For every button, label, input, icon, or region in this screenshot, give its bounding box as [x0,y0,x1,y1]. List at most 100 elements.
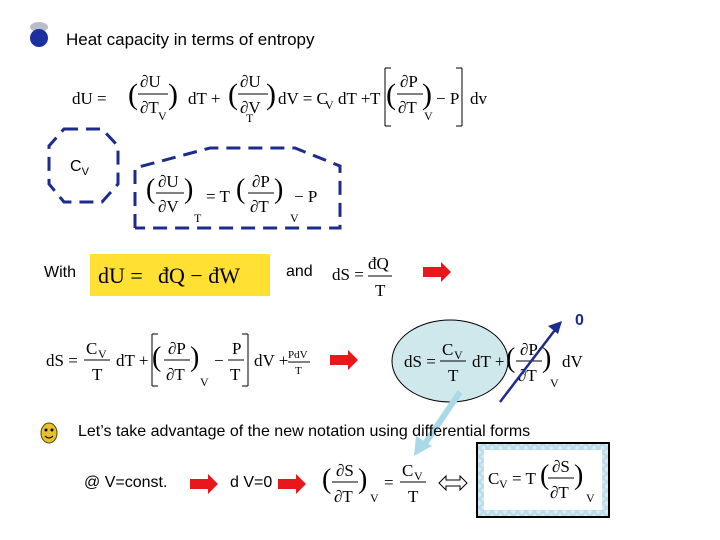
svg-text:− P: − P [436,89,459,108]
cv-subscript: V [81,166,89,178]
svg-text:): ) [542,343,551,374]
svg-text:(: ( [540,460,549,491]
svg-text:(: ( [128,78,138,111]
svg-text:(: ( [506,343,515,374]
svg-text:dS =: dS = [46,351,78,370]
result-inner [484,450,602,510]
svg-text:V: V [424,109,433,123]
svg-text:V: V [499,477,508,491]
entropy-simplified-equation: dS = C V T dT + ( ∂P ∂T ) V dV [404,340,584,390]
svg-text:V: V [98,347,107,361]
svg-text:dU =: dU = [98,263,143,288]
svg-text:= T: = T [512,469,537,488]
svg-text:∂V: ∂V [158,197,179,216]
svg-text:∂P: ∂P [252,172,270,191]
right-arrow-icon [423,262,451,282]
duv-identity-equation: ( ∂U ∂V ) T = T ( ∂P ∂T ) V − P [146,172,317,225]
entropy-temperature-derivative: ( ∂S ∂T ) V = C V T [322,461,426,506]
svg-text:∂T: ∂T [140,98,159,117]
svg-text:dU =: dU = [72,89,107,108]
right-arrow-icon-4 [278,474,306,494]
svg-text:T: T [92,365,103,384]
first-law-box [90,254,270,296]
svg-text:∂T: ∂T [550,483,569,502]
svg-text:∂S: ∂S [336,461,354,480]
svg-text:): ) [574,460,583,491]
first-law-equation: dU = đQ − đW [98,263,240,288]
svg-text:T: T [375,281,386,300]
bullet-icon [30,22,48,47]
svg-text:dS =: dS = [404,352,436,371]
internal-energy-equation: dU = ( ∂U ∂T ) V dT + ( ∂U ∂V ) T dV = C… [72,67,488,127]
svg-text:V: V [414,469,423,483]
svg-text:T: T [370,89,381,108]
right-arrow-icon-3 [190,474,218,494]
svg-text:∂U: ∂U [240,72,261,91]
svg-text:dT +: dT + [188,89,220,108]
svg-text:T: T [295,365,302,377]
bullet-text: Let’s take advantage of the new notation… [78,423,531,440]
svg-text:(: ( [386,78,396,111]
svg-text:C: C [442,340,453,359]
smiley-bullet-icon [40,422,58,444]
svg-text:dS =: dS = [332,265,364,284]
svg-text:dV = C: dV = C [278,89,328,108]
svg-text:dT +: dT + [338,89,370,108]
svg-text:P: P [232,339,241,358]
svg-text:): ) [168,78,178,111]
svg-text:C: C [402,461,413,480]
svg-text:đQ − đW: đQ − đW [158,263,240,288]
cv-dashed-box [47,127,120,204]
and-label: and [286,263,313,280]
svg-text:(: ( [236,174,245,205]
svg-text:−: − [214,351,224,370]
dv-zero-label: d V=0 [230,474,273,491]
entropy-definition: dS = đQ T [332,254,392,300]
cv-label: CV [70,158,89,178]
svg-text:∂S: ∂S [552,457,570,476]
svg-text:T: T [230,365,241,384]
svg-text:): ) [190,342,199,373]
svg-text:T: T [408,487,419,506]
svg-text:dv: dv [470,89,488,108]
svg-text:đQ: đQ [368,254,389,273]
svg-text:V: V [325,98,334,112]
cancel-arrow [499,321,562,403]
with-label: With [44,264,76,281]
svg-text:− P: − P [294,187,317,206]
svg-text:dT +: dT + [116,351,148,370]
svg-text:V: V [550,376,559,390]
svg-text:(: ( [322,464,331,495]
svg-text:): ) [184,174,193,205]
svg-text:): ) [274,174,283,205]
svg-text:): ) [422,78,432,111]
equivalence-arrow-icon [438,474,468,492]
heat-capacity-result-equation: C V = T ( ∂S ∂T ) V [488,457,595,505]
svg-text:=: = [384,473,394,492]
svg-text:∂P: ∂P [168,339,186,358]
svg-text:∂P: ∂P [520,340,538,359]
svg-text:∂U: ∂U [140,72,161,91]
svg-text:V: V [586,491,595,505]
svg-text:(: ( [146,174,155,205]
svg-text:C: C [86,339,97,358]
svg-text:dT +: dT + [472,352,504,371]
svg-text:T: T [448,366,459,385]
svg-text:∂V: ∂V [240,98,261,117]
slide-title: Heat capacity in terms of entropy [66,30,315,49]
svg-text:∂T: ∂T [166,365,185,384]
connector-arrow [414,390,463,456]
svg-text:V: V [200,375,209,389]
svg-text:(: ( [152,342,161,373]
zero-label: 0 [575,312,584,329]
svg-text:(: ( [228,78,238,111]
svg-text:): ) [358,464,367,495]
right-arrow-icon-2 [330,350,358,370]
cv-letter: C [70,158,82,175]
svg-text:∂T: ∂T [334,487,353,506]
svg-text:∂T: ∂T [250,197,269,216]
duv-dashed-box [133,146,342,230]
svg-text:): ) [266,78,276,111]
svg-text:T: T [246,111,254,125]
svg-text:V: V [290,211,299,225]
